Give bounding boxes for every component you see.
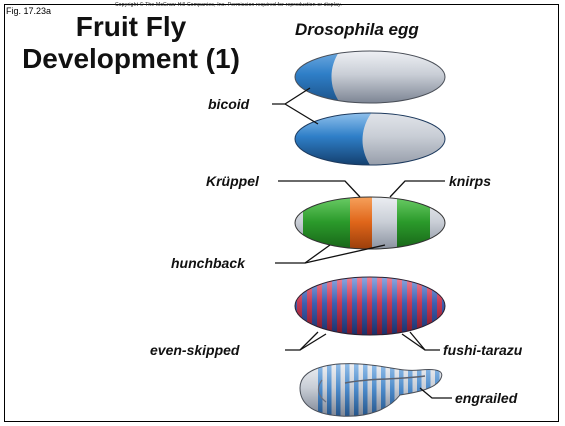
label-knirps: knirps [449, 173, 491, 189]
pair-rule-stripe [347, 275, 352, 337]
fushi-tarazu-leader-1 [410, 332, 440, 350]
label-fushi-tarazu: fushi-tarazu [443, 342, 522, 358]
pair-rule-egg [295, 275, 445, 337]
bicoid-egg-1 [280, 40, 445, 115]
engrailed-stripe [435, 360, 440, 420]
engrailed-stripe [327, 360, 332, 420]
engrailed-stripe [336, 360, 341, 420]
engrailed-stripe [372, 360, 377, 420]
pair-rule-stripe [307, 275, 312, 337]
pair-rule-stripe [327, 275, 332, 337]
pair-rule-stripe [437, 275, 442, 337]
label-hunchback: hunchback [171, 255, 245, 271]
kruppel-leader [278, 181, 360, 197]
hunchback-leader-1 [275, 245, 330, 263]
pair-rule-stripe [427, 275, 432, 337]
pair-rule-stripe [397, 275, 402, 337]
pair-rule-stripe [367, 275, 372, 337]
bicoid-leader-1 [272, 88, 310, 104]
gap-gene-egg [295, 195, 450, 255]
knirps-leader [390, 181, 445, 197]
engrailed-stripe [363, 360, 368, 420]
pair-rule-stripe [387, 275, 392, 337]
pair-rule-stripe [377, 275, 382, 337]
bicoid-egg-2 [295, 100, 460, 180]
label-kruppel: Krüppel [206, 173, 259, 189]
even-skipped-leader-1 [285, 332, 318, 350]
engrailed-stripe [381, 360, 386, 420]
engrailed-embryo [300, 360, 442, 420]
pair-rule-stripe [337, 275, 342, 337]
pair-rule-stripe [297, 275, 302, 337]
engrailed-stripe [354, 360, 359, 420]
pair-rule-stripe [407, 275, 412, 337]
engrailed-stripe [345, 360, 350, 420]
label-even-skipped: even-skipped [150, 342, 239, 358]
label-engrailed: engrailed [455, 390, 517, 406]
engrailed-stripe [408, 360, 413, 420]
label-bicoid: bicoid [208, 96, 249, 112]
pair-rule-stripe [357, 275, 362, 337]
engrailed-stripe [417, 360, 422, 420]
bicoid-leader-2 [285, 104, 318, 124]
engrailed-stripe [390, 360, 395, 420]
